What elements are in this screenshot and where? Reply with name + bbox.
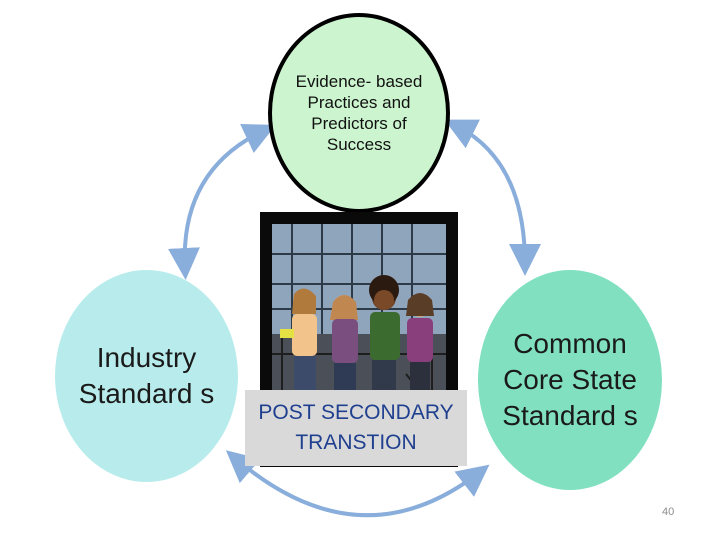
node-common-core-standards-label: Common Core State Standard s <box>502 328 638 431</box>
caption-line-1: POST SECONDARY <box>258 401 454 424</box>
arrow-left-to-right <box>225 450 490 518</box>
node-evidence-based-practices-label: Evidence- based Practices and Predictors… <box>295 72 423 154</box>
node-evidence-based-practices: Evidence- based Practices and Predictors… <box>268 13 450 213</box>
node-industry-standards-label: Industry Standard s <box>78 342 215 409</box>
node-common-core-standards: Common Core State Standard s <box>478 270 662 490</box>
caption-post-secondary-transition: POST SECONDARY TRANSTION <box>245 390 467 466</box>
arrow-top-to-left <box>168 124 276 280</box>
arrow-top-to-right <box>444 119 541 276</box>
page-number: 40 <box>662 506 675 518</box>
caption-line-2: TRANSTION <box>295 431 417 454</box>
node-industry-standards: Industry Standard s <box>55 270 238 482</box>
